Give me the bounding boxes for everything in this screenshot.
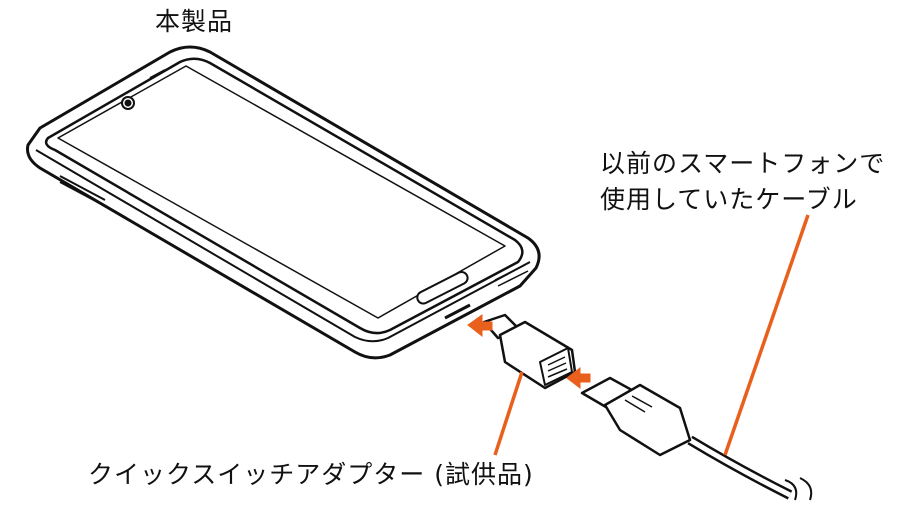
cable-label-line2: 使用していたケーブル	[600, 185, 858, 214]
callout-lines	[467, 214, 810, 456]
cable-callout-line	[723, 214, 810, 456]
usb-cable	[580, 376, 813, 501]
cable-label-line1: 以前のスマートフォンで	[600, 149, 886, 178]
product-label: 本製品	[155, 7, 234, 36]
arrow-left-icon	[467, 314, 493, 338]
smartphone	[26, 45, 541, 360]
quick-switch-adapter	[482, 313, 577, 390]
arrow-left-icon	[566, 366, 591, 390]
adapter-label: クイックスイッチアダプター (試供品)	[88, 460, 534, 489]
adapter-callout-line	[493, 371, 524, 456]
home-button	[416, 271, 469, 305]
